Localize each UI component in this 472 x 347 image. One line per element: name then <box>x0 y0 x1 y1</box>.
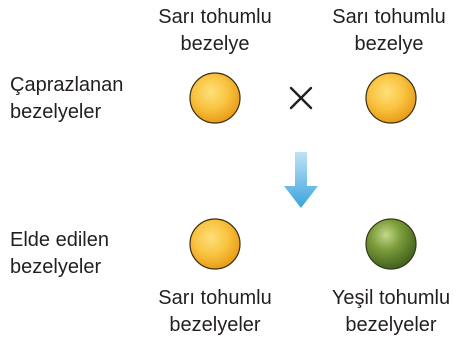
parent-left-yellow-pea <box>189 72 241 124</box>
crossed-row-label-line2: bezelyeler <box>10 101 102 123</box>
parent-left-label-line1: Sarı tohumlu <box>158 6 272 28</box>
offspring-right-label: Yeşil tohumlu bezelyeler <box>313 285 469 339</box>
parent-right-label: Sarı tohumlu bezelye <box>314 4 464 58</box>
parent-left-label-line2: bezelye <box>180 33 250 55</box>
offspring-left-yellow-pea <box>189 218 241 270</box>
offspring-left-label-line1: Sarı tohumlu <box>158 287 272 309</box>
parent-left-label: Sarı tohumlu bezelye <box>140 4 290 58</box>
offspring-row-label: Elde edilen bezelyeler <box>10 227 109 281</box>
parent-right-label-line2: bezelye <box>354 33 424 55</box>
offspring-row-label-line1: Elde edilen <box>10 229 109 251</box>
offspring-row-label-line2: bezelyeler <box>10 256 102 278</box>
offspring-right-green-pea <box>365 218 417 270</box>
cross-icon <box>289 86 313 110</box>
offspring-right-label-line2: bezelyeler <box>345 314 437 336</box>
offspring-right-label-line1: Yeşil tohumlu <box>331 287 451 309</box>
parent-right-label-line1: Sarı tohumlu <box>332 6 446 28</box>
down-arrow-icon <box>284 152 318 208</box>
offspring-left-label-line2: bezelyeler <box>169 314 261 336</box>
crossed-row-label: Çaprazlanan bezelyeler <box>10 72 123 126</box>
parent-right-yellow-pea <box>365 72 417 124</box>
offspring-left-label: Sarı tohumlu bezelyeler <box>140 285 290 339</box>
crossed-row-label-line1: Çaprazlanan <box>10 74 124 96</box>
